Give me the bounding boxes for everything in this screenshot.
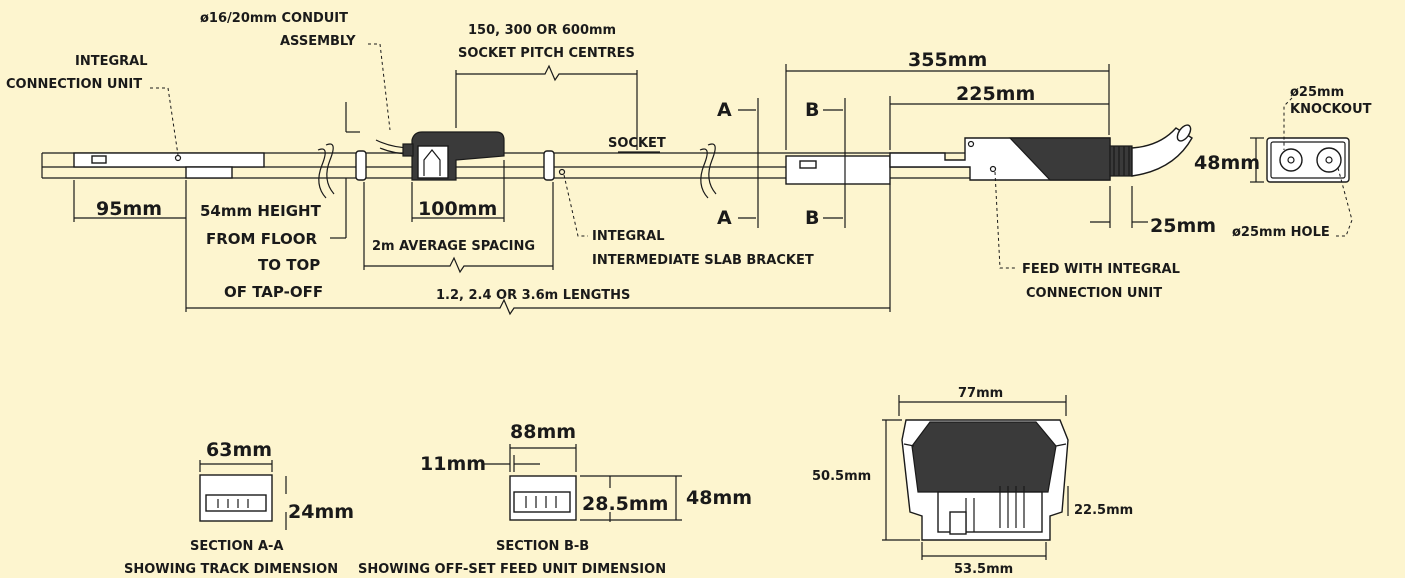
integral-conn-label-2: CONNECTION UNIT bbox=[6, 77, 142, 92]
dim-100: 100mm bbox=[418, 198, 497, 220]
height-note-3: TO TOP bbox=[258, 256, 320, 274]
dim-95: 95mm bbox=[96, 198, 162, 220]
sec-b-height: 48mm bbox=[686, 487, 752, 509]
sec-b-caption-1: SECTION B-B bbox=[496, 539, 589, 554]
tapoff-top-width: 77mm bbox=[958, 386, 1003, 401]
sec-a-caption-2: SHOWING TRACK DIMENSION bbox=[124, 562, 338, 577]
dim-225: 225mm bbox=[956, 83, 1035, 105]
sec-b-width: 88mm bbox=[510, 421, 576, 443]
sec-a-height: 24mm bbox=[288, 501, 354, 523]
section-b-bottom: B bbox=[805, 207, 819, 229]
section-b-top: B bbox=[805, 99, 819, 121]
dimension-lines bbox=[73, 64, 1264, 316]
sec-b-caption-2: SHOWING OFF-SET FEED UNIT DIMENSION bbox=[358, 562, 666, 577]
section-a-top: A bbox=[717, 99, 732, 121]
tap-off-end-view: 77mm 50.5mm 22.5mm 53.5mm bbox=[812, 386, 1133, 577]
lengths-label: 1.2, 2.4 OR 3.6m LENGTHS bbox=[436, 288, 630, 303]
sec-b-inner-height: 28.5mm bbox=[582, 493, 668, 515]
socket-label: SOCKET bbox=[608, 136, 666, 151]
tap-off-socket bbox=[375, 131, 505, 181]
sec-a-width: 63mm bbox=[206, 439, 272, 461]
section-a-bottom: A bbox=[717, 207, 732, 229]
pitch-label-1: 150, 300 OR 600mm bbox=[468, 23, 616, 38]
sec-a-caption-1: SECTION A-A bbox=[190, 539, 283, 554]
knockout-label-2: KNOCKOUT bbox=[1290, 102, 1372, 117]
hole-label: ø25mm HOLE bbox=[1232, 225, 1330, 240]
conduit-label-2: ASSEMBLY bbox=[280, 34, 356, 49]
feed-unit bbox=[785, 124, 1193, 185]
tapoff-bottom-width: 53.5mm bbox=[954, 562, 1013, 577]
dim-25: 25mm bbox=[1150, 215, 1216, 237]
tapoff-side-height: 22.5mm bbox=[1074, 503, 1133, 518]
tapoff-height: 50.5mm bbox=[812, 469, 871, 484]
height-note-2: FROM FLOOR bbox=[206, 230, 317, 248]
slab-bracket-label-1: INTEGRAL bbox=[592, 229, 665, 244]
section-a-a: 63mm 24mm SECTION A-A SHOWING TRACK DIME… bbox=[124, 439, 354, 577]
pitch-label-2: SOCKET PITCH CENTRES bbox=[458, 46, 635, 61]
feed-unit-label-1: FEED WITH INTEGRAL bbox=[1022, 262, 1180, 277]
feed-unit-label-2: CONNECTION UNIT bbox=[1026, 286, 1162, 301]
knockout-label-1b: ø25mm bbox=[1290, 85, 1344, 100]
leader-lines bbox=[150, 43, 1353, 269]
dim-355: 355mm bbox=[908, 49, 987, 71]
slab-bracket-label-2: INTERMEDIATE SLAB BRACKET bbox=[592, 253, 814, 268]
dim-48-side: 48mm bbox=[1194, 152, 1260, 174]
avg-spacing-label: 2m AVERAGE SPACING bbox=[372, 239, 535, 254]
section-b-b: 88mm 11mm 28.5mm 48mm SECTION B-B SHOWIN… bbox=[358, 421, 752, 577]
height-note-1: 54mm HEIGHT bbox=[200, 202, 322, 220]
end-cap bbox=[1266, 137, 1350, 183]
slab-bracket-clips bbox=[355, 150, 566, 181]
integral-conn-label-1: INTEGRAL bbox=[75, 54, 148, 69]
height-note-4: OF TAP-OFF bbox=[224, 283, 323, 301]
main-labels: ø16/20mm CONDUIT ASSEMBLY 150, 300 OR 60… bbox=[6, 11, 1372, 303]
track-break-marks bbox=[317, 143, 717, 199]
sec-b-offset: 11mm bbox=[420, 453, 486, 475]
conduit-label-1: ø16/20mm CONDUIT bbox=[200, 11, 348, 26]
